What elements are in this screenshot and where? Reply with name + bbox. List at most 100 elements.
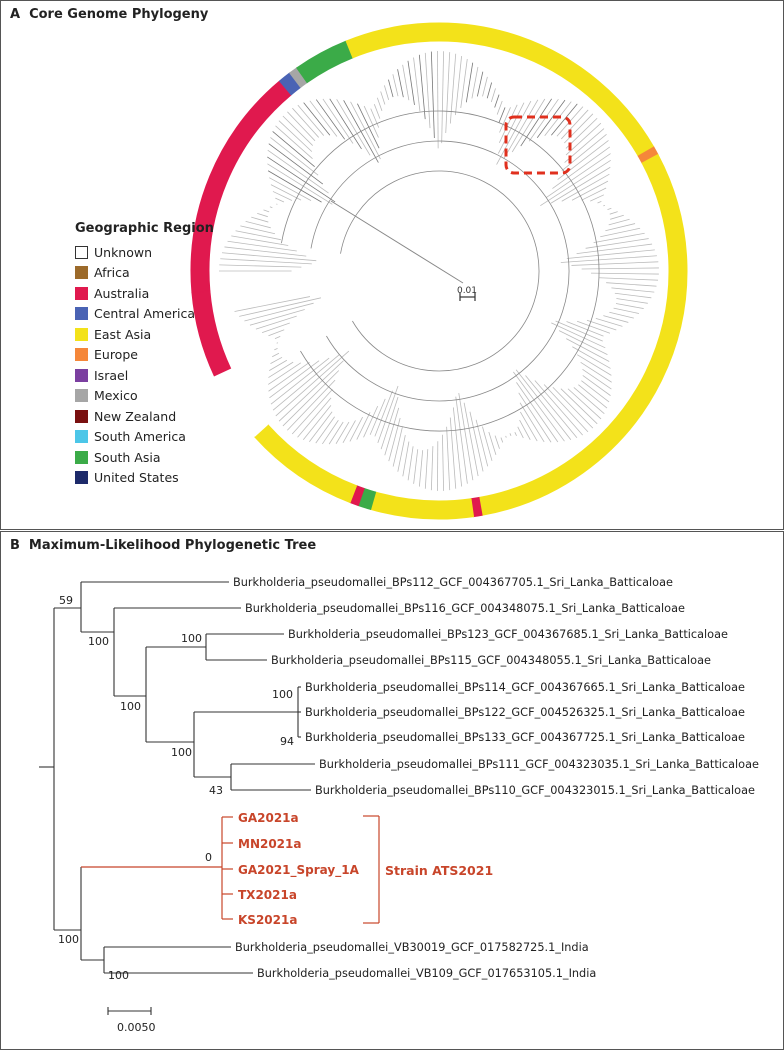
strain-tip-label: GA2021a (238, 811, 299, 825)
tree-branch (441, 51, 445, 144)
tree-branch (615, 303, 644, 309)
tree-branch (231, 235, 289, 246)
tip-label: Burkholderia_pseudomallei_BPs133_GCF_004… (305, 731, 745, 744)
tree-branch (503, 99, 539, 160)
tree-branch (245, 220, 271, 229)
legend-item: South Asia (75, 447, 214, 468)
strain-tip-label: KS2021a (238, 913, 297, 927)
tree-branch (272, 131, 315, 167)
tree-branch (235, 230, 281, 241)
tree-branch (430, 51, 435, 139)
tree-branch (446, 426, 451, 491)
bootstrap-value: 100 (58, 933, 79, 946)
tree-branch (482, 426, 493, 461)
tree-branch (270, 357, 330, 405)
tree-branch (614, 292, 652, 299)
tree-branch (392, 74, 399, 97)
legend-item: United States (75, 468, 214, 489)
tree-branch (380, 91, 386, 105)
tree-branch (224, 246, 307, 257)
tree-branch (269, 177, 312, 201)
tree-branch (388, 417, 401, 462)
legend-label: Unknown (94, 244, 153, 260)
tree-branches (219, 51, 659, 491)
tree-branch (407, 446, 414, 481)
tree-branch (268, 329, 285, 337)
tree-branch (550, 166, 611, 204)
tree-branch (424, 449, 429, 489)
tree-branch (261, 322, 290, 333)
tree-branch (552, 146, 611, 189)
tree-branch (270, 137, 319, 176)
tree-branch (282, 370, 340, 427)
tree-branch (278, 360, 344, 422)
tip-label: Burkholderia_pseudomallei_BPs116_GCF_004… (245, 602, 685, 615)
tree-branch (455, 396, 468, 484)
tree-branch (608, 218, 630, 226)
legend-item: East Asia (75, 324, 214, 345)
circular-phylogeny: 0.01 (190, 22, 688, 520)
tree-branch (369, 398, 386, 435)
tree-branch (275, 350, 350, 417)
legend-swatch (75, 430, 88, 444)
tree-branch (576, 320, 611, 334)
tree-branch (263, 209, 270, 213)
strain-branches (81, 815, 380, 924)
legend-label: Central America (94, 306, 196, 322)
tree-branch (449, 53, 457, 124)
tree-branch (255, 315, 297, 330)
tree-branch (287, 379, 336, 431)
tree-branch (269, 359, 288, 371)
legend-label: Australia (94, 285, 150, 301)
tree-branch (471, 66, 479, 99)
tip-label: Burkholderia_pseudomallei_VB109_GCF_0176… (257, 967, 596, 980)
bootstrap-value: 100 (108, 969, 129, 982)
legend-label: New Zealand (94, 408, 177, 424)
legend-label: East Asia (94, 326, 152, 342)
legend-swatch (75, 409, 88, 423)
tree-branch (469, 411, 484, 472)
bootstrap-value: 94 (280, 735, 294, 748)
tree-branch (577, 354, 612, 376)
tree-branch (413, 57, 421, 112)
tree-branch (272, 352, 280, 358)
tree-branch (302, 405, 332, 441)
tree-branch (384, 407, 400, 456)
tree-branch (499, 107, 511, 133)
tree-branch (342, 420, 356, 444)
tree-branch (276, 342, 279, 344)
scale-bar-b: 0.0050 (107, 1007, 156, 1034)
tree-branch (249, 309, 305, 326)
tree-branch (609, 211, 618, 215)
tree-branch (603, 315, 629, 323)
tree-branch (267, 156, 336, 203)
tree-branch (586, 319, 617, 331)
tree-branch (458, 393, 474, 481)
tip-label: Burkholderia_pseudomallei_BPs112_GCF_004… (233, 576, 673, 589)
scale-label-a: 0.01 (457, 286, 477, 296)
tree-branch (525, 375, 578, 438)
strain-label: Strain ATS2021 (385, 863, 493, 878)
tree-branch (445, 52, 451, 133)
tree-branch (315, 416, 335, 444)
tree-branch (418, 450, 424, 487)
tree-branch (516, 382, 559, 443)
tree-branch (357, 103, 380, 149)
tree-branch (454, 56, 462, 116)
tree-branch (356, 412, 371, 440)
tree-branch (349, 416, 363, 442)
panel-a-title: Core Genome Phylogeny (29, 7, 209, 22)
tip-label: Burkholderia_pseudomallei_BPs111_GCF_004… (319, 758, 759, 771)
legend-title: Geographic Region (75, 221, 214, 236)
tree-branch (578, 384, 608, 409)
bootstrap-value: 43 (209, 784, 223, 797)
tree-branch (567, 388, 602, 420)
bootstrap-value: 100 (88, 635, 109, 648)
panel-a-letter: A (10, 7, 21, 22)
tree-branch (363, 405, 379, 438)
tree-branch (607, 207, 612, 211)
strain-tip-label: TX2021a (238, 888, 297, 902)
tree-branch (610, 214, 624, 220)
